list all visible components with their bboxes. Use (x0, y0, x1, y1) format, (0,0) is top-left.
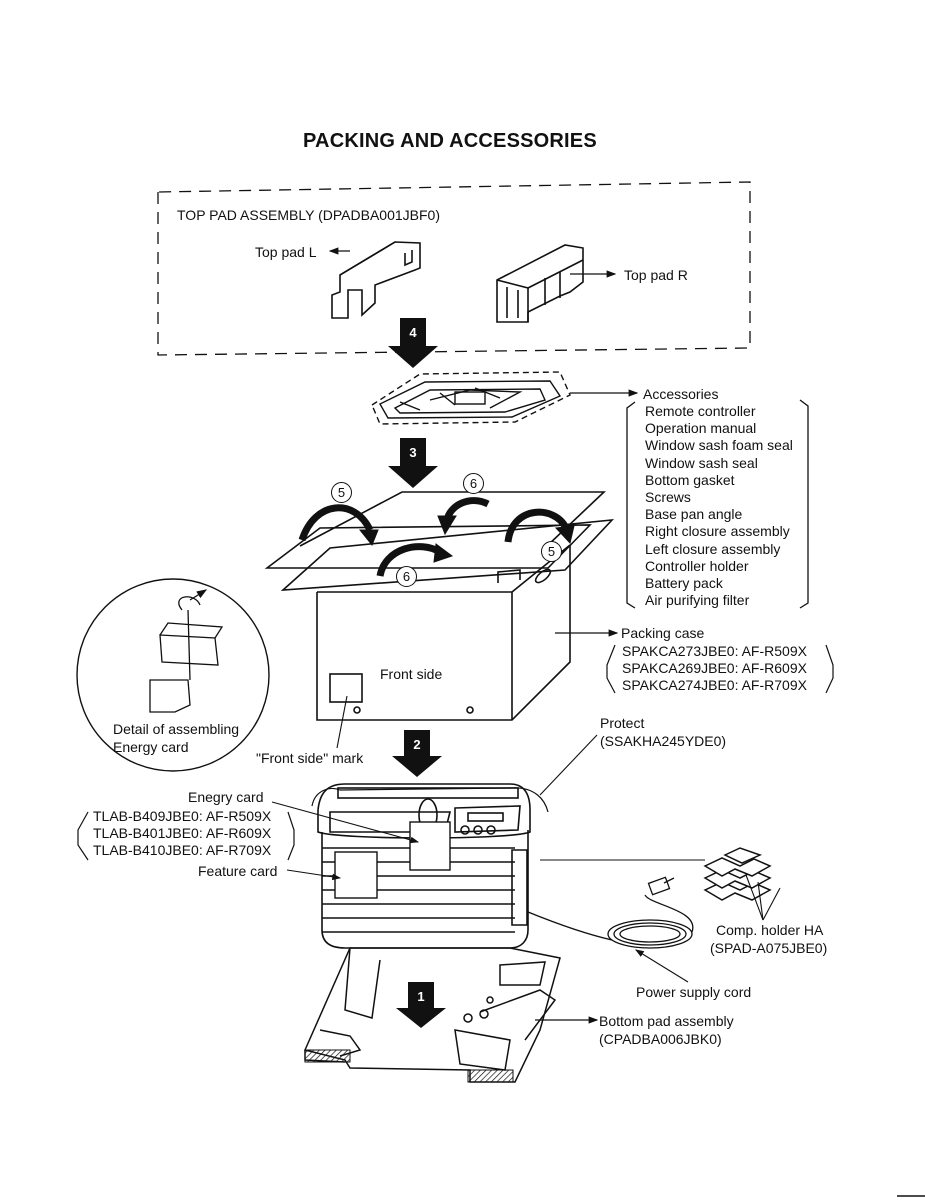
accessories-list: Remote controller Operation manual Windo… (645, 403, 793, 609)
detail-card-shape (149, 589, 224, 713)
energy-bracket-left (77, 811, 89, 861)
detail-label-line2: Energy card (113, 739, 189, 755)
feature-card-leader (286, 869, 342, 881)
list-item: Operation manual (645, 420, 757, 437)
top-pad-r-label: Top pad R (624, 267, 688, 283)
accessories-bracket-right (799, 399, 809, 609)
front-side-mark-label: "Front side" mark (256, 750, 364, 766)
detail-circle (76, 578, 270, 772)
list-item: Battery pack (645, 574, 723, 591)
energy-card-heading: Enegry card (188, 789, 264, 805)
comp-holder-heading: Comp. holder HA (716, 922, 824, 938)
comp-holder-shape (703, 847, 772, 901)
flap-step-6-bottom: 6 (396, 566, 417, 587)
list-item: Window sash foam seal (645, 437, 793, 454)
front-mark-leader (336, 695, 348, 749)
flap-step-5-right: 5 (541, 541, 562, 562)
step-1-badge: 1 (412, 988, 430, 1006)
protect-band (311, 787, 549, 813)
accessories-bracket-left (626, 401, 636, 609)
page-title: PACKING AND ACCESSORIES (303, 130, 597, 152)
step-4-badge: 4 (404, 324, 422, 342)
bottom-pad-heading: Bottom pad assembly (599, 1013, 734, 1029)
accessories-heading: Accessories (643, 386, 719, 402)
energy-card-list: TLAB-B409JBE0: AF-R509X TLAB-B401JBE0: A… (93, 808, 271, 860)
power-cord-shape (527, 876, 694, 949)
protect-heading: Protect (600, 715, 645, 731)
comp-holder-code: (SPAD-A075JBE0) (710, 940, 828, 956)
bottom-pad-hatch-left (304, 1049, 351, 1063)
air-conditioner-shape (317, 783, 531, 949)
flap-step-6-top: 6 (463, 473, 484, 494)
energy-card-leader (271, 801, 420, 844)
list-item: Remote controller (645, 403, 756, 419)
detail-label-line1: Detail of assembling (113, 721, 240, 737)
top-pad-r-shape (496, 244, 584, 323)
flap-step-5-left: 5 (331, 482, 352, 503)
feature-card-label: Feature card (198, 863, 278, 879)
bottom-pad-hatch-right (467, 1069, 514, 1083)
energy-card-shape (409, 821, 451, 871)
top-pad-heading: TOP PAD ASSEMBLY (DPADBA001JBF0) (177, 207, 440, 223)
top-pad-box (157, 181, 751, 356)
list-item: Base pan angle (645, 506, 743, 523)
energy-bracket-right (287, 811, 295, 861)
top-pad-l-shape (331, 241, 421, 319)
list-item: Controller holder (645, 557, 749, 574)
packing-case-shape (264, 491, 615, 721)
list-item: Left closure assembly (645, 540, 781, 557)
list-item: Right closure assembly (645, 523, 790, 540)
power-cord-label: Power supply cord (636, 984, 752, 1000)
power-cord-leader (635, 949, 689, 983)
protect-code: (SSAKHA245YDE0) (600, 733, 727, 749)
front-side-label: Front side (380, 666, 443, 682)
list-item: SPAKCA273JBE0: AF-R509X (622, 643, 807, 659)
comp-holder-leaders (745, 874, 781, 921)
accessories-tray-shape (371, 371, 571, 425)
step-2-badge: 2 (408, 736, 426, 754)
list-item: Air purifying filter (645, 592, 750, 609)
list-item: Window sash seal (645, 454, 758, 471)
top-pad-l-label: Top pad L (255, 244, 317, 260)
case-bracket-left (606, 644, 616, 694)
packing-case-list: SPAKCA273JBE0: AF-R509X SPAKCA269JBE0: A… (622, 643, 807, 695)
list-item: TLAB-B409JBE0: AF-R509X (93, 808, 272, 824)
feature-card-shape (334, 851, 378, 899)
list-item: Screws (645, 488, 691, 505)
list-item: SPAKCA269JBE0: AF-R609X (622, 660, 807, 677)
flap-arrows (298, 497, 575, 577)
list-item: SPAKCA274JBE0: AF-R709X (622, 677, 807, 694)
protect-leader (539, 734, 598, 796)
list-item: Bottom gasket (645, 471, 735, 488)
list-item: TLAB-B410JBE0: AF-R709X (93, 842, 272, 859)
packing-case-heading: Packing case (621, 625, 705, 641)
case-bracket-right (825, 644, 834, 694)
bottom-pad-code: (CPADBA006JBK0) (599, 1031, 722, 1047)
step-3-badge: 3 (404, 444, 422, 462)
list-item: TLAB-B401JBE0: AF-R609X (93, 825, 272, 842)
